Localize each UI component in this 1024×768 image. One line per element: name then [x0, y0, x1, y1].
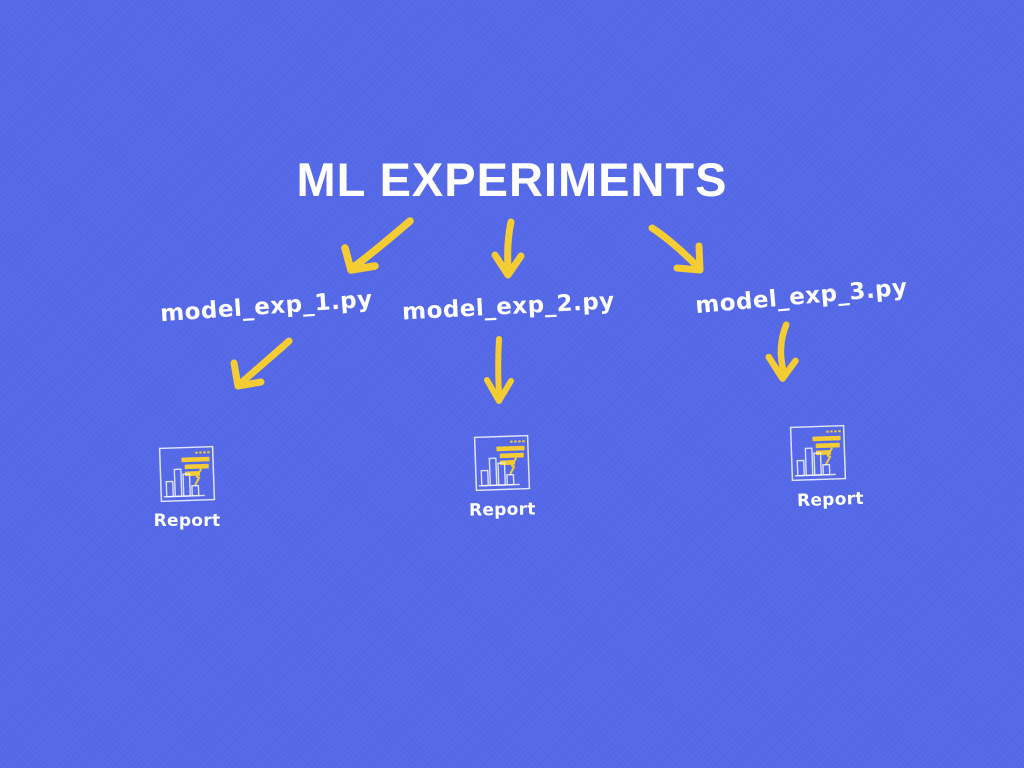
- report-label: Report: [153, 511, 221, 531]
- arrow-down-icon: [752, 318, 803, 392]
- report-chart-icon: [473, 434, 531, 492]
- arrow-down-icon: [478, 336, 518, 408]
- arrow-down-left-icon: [336, 216, 416, 282]
- arrow-down-left-icon: [226, 336, 294, 396]
- report-chart-icon: [789, 424, 847, 482]
- report-node-2: Report: [457, 433, 547, 521]
- experiment-file-label-2: model_exp_2.py: [401, 288, 616, 326]
- arrow-down-icon: [486, 218, 530, 280]
- report-node-3: Report: [773, 423, 864, 512]
- report-label: Report: [796, 488, 864, 512]
- report-label: Report: [468, 499, 536, 521]
- experiment-file-label-3: model_exp_3.py: [694, 274, 909, 320]
- experiment-file-label-1: model_exp_1.py: [159, 286, 374, 328]
- report-chart-icon: [158, 445, 216, 503]
- report-node-1: Report: [142, 444, 232, 531]
- diagram-title: ML EXPERIMENTS: [296, 153, 728, 206]
- arrow-down-right-icon: [646, 222, 706, 278]
